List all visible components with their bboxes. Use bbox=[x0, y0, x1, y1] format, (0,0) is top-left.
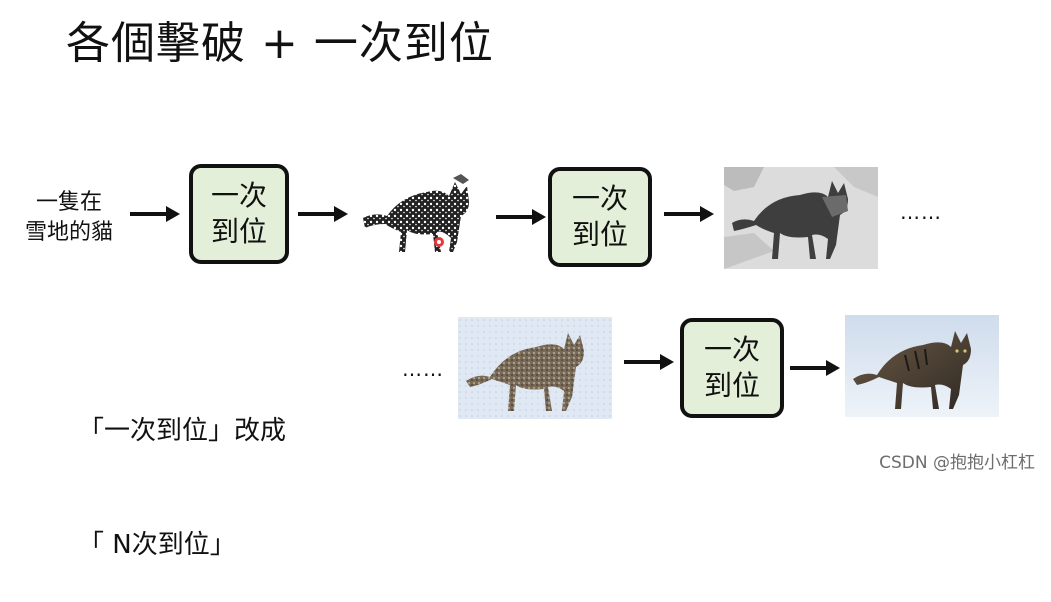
ellipsis-1: …… bbox=[900, 200, 942, 224]
one-step-block-1: 一次 到位 bbox=[189, 164, 289, 264]
block-line-1: 一次 bbox=[572, 181, 628, 217]
watermark: CSDN @抱抱小杠杠 bbox=[879, 448, 1035, 473]
cat-posterized-image bbox=[724, 167, 878, 269]
arrow-right-icon bbox=[790, 358, 842, 378]
note-line-1: 「一次到位」改成 bbox=[78, 412, 286, 450]
block-line-2: 到位 bbox=[211, 214, 267, 250]
cat-sketch-image bbox=[357, 172, 477, 258]
note-line-2: 「 N次到位」 bbox=[78, 526, 286, 564]
arrow-right-icon bbox=[130, 204, 182, 224]
input-text-label: 一隻在 雪地的貓 bbox=[10, 188, 128, 248]
one-step-block-2: 一次 到位 bbox=[548, 167, 652, 267]
block-line-1: 一次 bbox=[211, 178, 267, 214]
ellipsis-2: …… bbox=[402, 357, 444, 381]
arrow-right-icon bbox=[664, 204, 716, 224]
input-label-line-1: 一隻在 bbox=[10, 188, 128, 218]
cat-clean-image bbox=[845, 315, 999, 417]
block-line-2: 到位 bbox=[572, 217, 628, 253]
block-line-1: 一次 bbox=[704, 332, 760, 368]
cat-noisy-image bbox=[458, 317, 612, 419]
arrow-right-icon bbox=[496, 207, 548, 227]
arrow-right-icon bbox=[298, 204, 350, 224]
note-text: 「一次到位」改成 「 N次到位」 bbox=[78, 336, 286, 602]
one-step-block-3: 一次 到位 bbox=[680, 318, 784, 418]
page-title: 各個擊破 + 一次到位 bbox=[66, 14, 494, 74]
arrow-right-icon bbox=[624, 352, 676, 372]
input-label-line-2: 雪地的貓 bbox=[10, 218, 128, 248]
block-line-2: 到位 bbox=[704, 368, 760, 404]
